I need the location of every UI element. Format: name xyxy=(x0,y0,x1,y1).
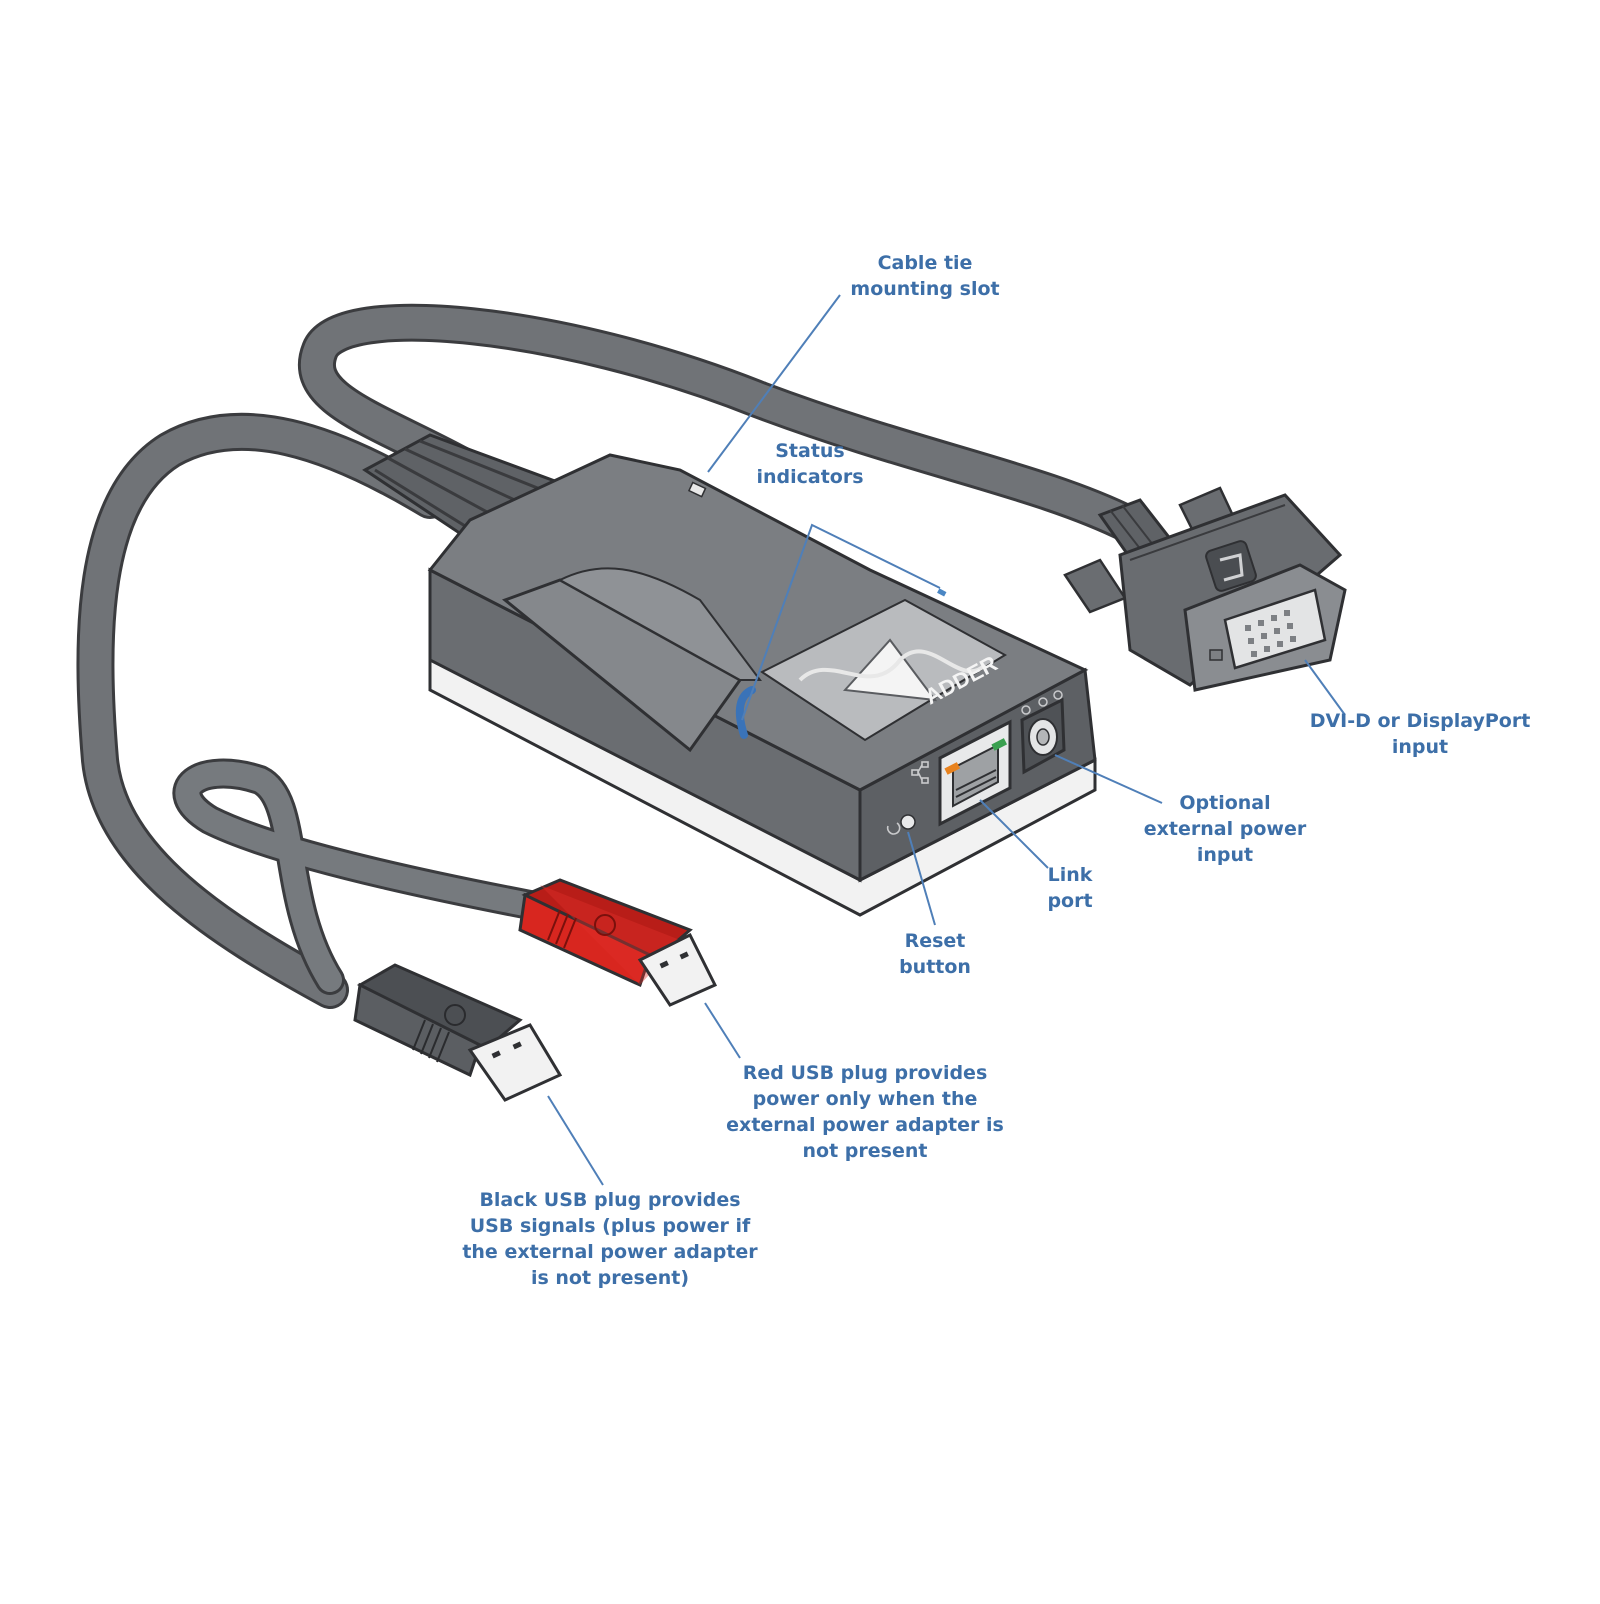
black-usb-cable xyxy=(76,412,449,1009)
label-line: Link xyxy=(1047,864,1093,886)
link-led-orange xyxy=(944,762,961,775)
label-status-indicators: Status indicators xyxy=(735,438,885,490)
cables xyxy=(76,303,1149,1009)
label-line: not present xyxy=(802,1140,928,1162)
label-red-usb-plug: Red USB plug provides power only when th… xyxy=(720,1060,1010,1164)
power-polarity-icon xyxy=(1021,690,1063,715)
label-line: external power adapter is xyxy=(726,1114,1004,1136)
label-line: button xyxy=(899,956,971,978)
label-line: external power xyxy=(1143,818,1307,840)
label-line: Cable tie xyxy=(877,252,973,274)
power-input-jack[interactable] xyxy=(1020,690,1066,775)
label-line: Reset xyxy=(904,930,966,952)
label-reset-button: Reset button xyxy=(885,928,985,980)
leader-black-usb xyxy=(547,1095,604,1186)
label-line: is not present) xyxy=(530,1267,690,1289)
label-link-port: Link port xyxy=(1020,862,1120,914)
label-line: Black USB plug provides xyxy=(479,1189,741,1211)
leader-status xyxy=(741,523,941,721)
leader-lines xyxy=(547,294,1346,1186)
reset-button[interactable] xyxy=(900,814,916,830)
label-line: the external power adapter xyxy=(462,1241,758,1263)
label-dvi-input: DVI-D or DisplayPort input xyxy=(1305,708,1535,760)
link-led-green xyxy=(991,738,1008,751)
label-line: power only when the xyxy=(752,1088,978,1110)
cable-tie-slot xyxy=(687,481,707,498)
link-port[interactable] xyxy=(938,719,1012,827)
leader-link xyxy=(979,799,1049,869)
label-line: indicators xyxy=(756,466,864,488)
label-line: Status xyxy=(775,440,845,462)
label-line: input xyxy=(1391,736,1449,758)
adapter-body: ADDER xyxy=(427,453,1097,917)
black-usb-plug xyxy=(353,963,563,1102)
leader-cable-tie xyxy=(707,294,841,473)
leader-reset xyxy=(907,831,936,926)
network-icon xyxy=(911,761,929,784)
label-line: input xyxy=(1196,844,1254,866)
status-indicator-led xyxy=(735,686,756,739)
red-usb-trident-icon xyxy=(594,914,616,936)
label-line: mounting slot xyxy=(850,278,1000,300)
label-line: Optional xyxy=(1179,792,1271,814)
dvi-logo-icon xyxy=(1205,540,1257,592)
red-usb-plug xyxy=(518,878,718,1007)
black-usb-trident-icon xyxy=(444,1004,466,1026)
reset-icon xyxy=(886,822,901,835)
label-line: Red USB plug provides xyxy=(742,1062,988,1084)
label-cable-tie-mounting-slot: Cable tie mounting slot xyxy=(840,250,1010,302)
dvi-connector xyxy=(1063,486,1347,692)
label-line: DVI-D or DisplayPort xyxy=(1309,710,1531,732)
leader-power xyxy=(1054,754,1163,804)
label-optional-power-input: Optional external power input xyxy=(1130,790,1320,868)
leader-dvi xyxy=(1304,659,1346,716)
label-black-usb-plug: Black USB plug provides USB signals (plu… xyxy=(460,1187,760,1291)
label-line: USB signals (plus power if xyxy=(469,1215,751,1237)
label-line: port xyxy=(1047,890,1093,912)
leader-red-usb xyxy=(704,1002,741,1059)
